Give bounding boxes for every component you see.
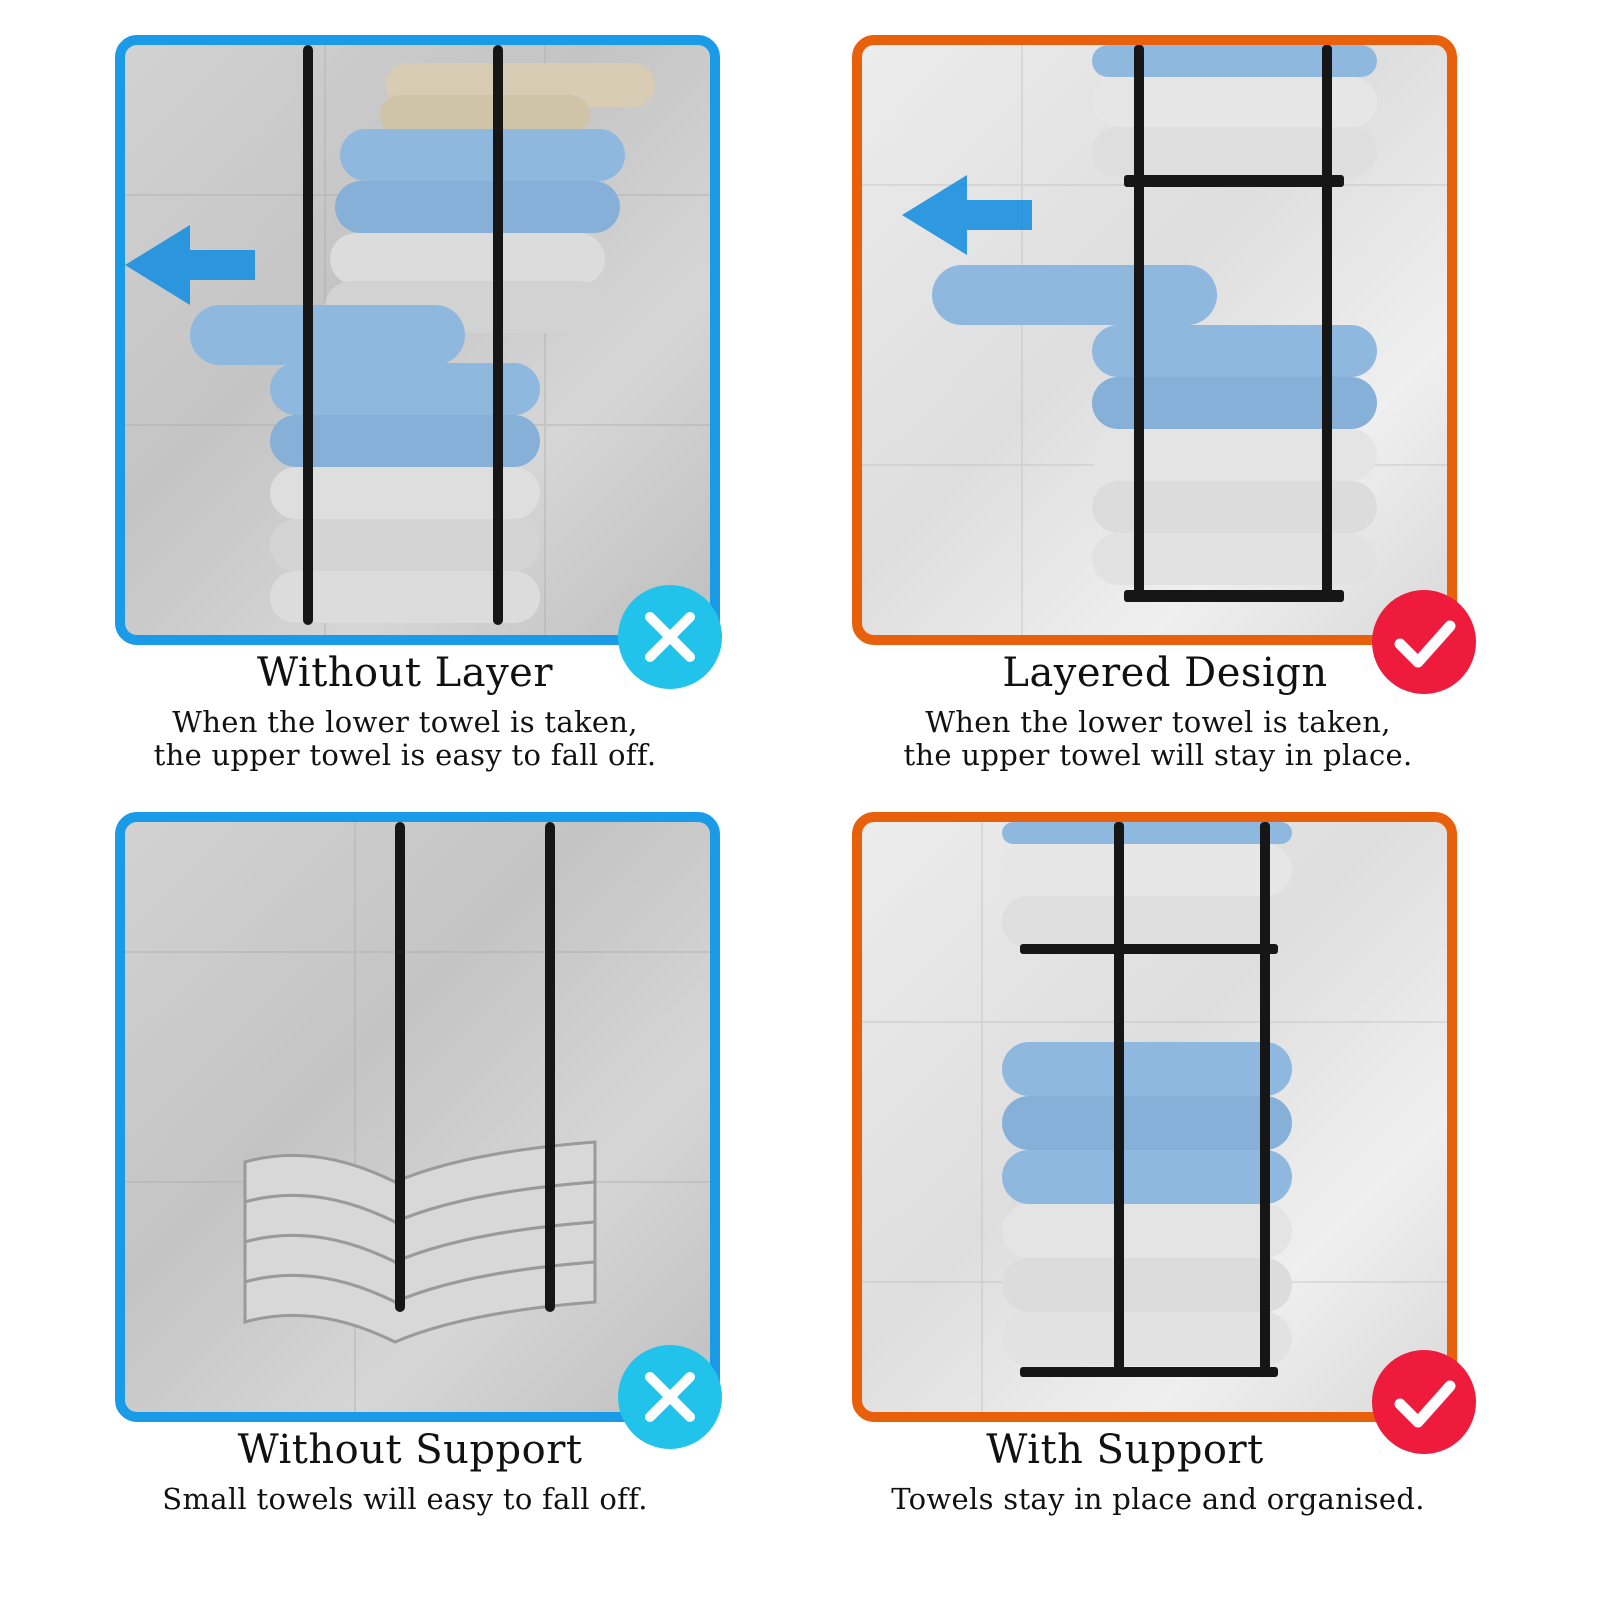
- panel-title: Layered Design: [1002, 650, 1328, 696]
- check-mark-icon: [1372, 1350, 1476, 1454]
- description-line: Towels stay in place and organised.: [891, 1482, 1425, 1516]
- description-line: When the lower towel is taken,: [925, 705, 1391, 739]
- x-mark-icon: [618, 585, 722, 689]
- towel-rack-illustration: [862, 45, 1447, 635]
- panel-image-frame: [115, 35, 720, 645]
- panel-description: Small towels will easy to fall off.: [95, 1483, 715, 1516]
- towel-rack-illustration: [125, 822, 710, 1412]
- description-line: Small towels will easy to fall off.: [162, 1482, 648, 1516]
- towel-rack-illustration: [125, 45, 710, 635]
- panel-description: When the lower towel is taken, the upper…: [95, 706, 715, 772]
- description-line: the upper towel is easy to fall off.: [153, 738, 657, 772]
- panel-title: Without Layer: [257, 650, 553, 696]
- panel-description: When the lower towel is taken, the upper…: [848, 706, 1468, 772]
- panel-image-frame: [115, 812, 720, 1422]
- description-line: the upper towel will stay in place.: [903, 738, 1413, 772]
- panel-image-frame: [852, 812, 1457, 1422]
- panel-image-frame: [852, 35, 1457, 645]
- towel-rack-illustration: [862, 822, 1447, 1412]
- check-mark-icon: [1372, 590, 1476, 694]
- panel-description: Towels stay in place and organised.: [848, 1483, 1468, 1516]
- panel-title: Without Support: [237, 1427, 583, 1473]
- panel-title: With Support: [986, 1427, 1264, 1473]
- description-line: When the lower towel is taken,: [172, 705, 638, 739]
- x-mark-icon: [618, 1345, 722, 1449]
